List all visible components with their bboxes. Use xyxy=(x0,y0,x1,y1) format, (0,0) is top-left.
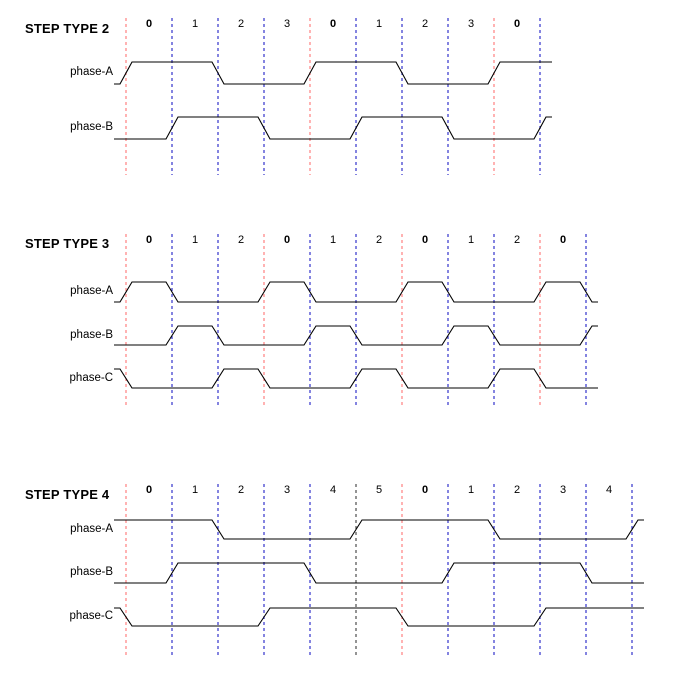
signal-row-label-phase-C: phase-C xyxy=(69,371,113,384)
step-index-label: 2 xyxy=(513,234,521,246)
step-index-label: 3 xyxy=(283,484,291,496)
step-index-label: 3 xyxy=(467,18,475,30)
step-index-label: 4 xyxy=(605,484,613,496)
step-index-label: 0 xyxy=(421,484,429,496)
waveform-phase-C xyxy=(114,607,644,627)
step-index-label: 1 xyxy=(329,234,337,246)
signal-row-label-phase-C: phase-C xyxy=(69,610,113,622)
step-index-label: 5 xyxy=(375,484,383,496)
step-index-label: 1 xyxy=(191,234,199,246)
step-index-label: 2 xyxy=(237,484,245,496)
step-index-label: 2 xyxy=(375,234,383,246)
step-index-label: 0 xyxy=(559,234,567,246)
step-index-label: 1 xyxy=(375,18,383,30)
waveform-phase-B xyxy=(114,325,598,346)
step-index-label: 3 xyxy=(283,18,291,30)
step-index-label: 1 xyxy=(467,234,475,246)
signal-row-label-phase-B: phase-B xyxy=(70,566,113,578)
step-index-label: 2 xyxy=(513,484,521,496)
block-title: STEP TYPE 3 xyxy=(25,236,110,251)
signal-row-label-phase-A: phase-A xyxy=(70,285,113,297)
waveform-phase-A xyxy=(114,61,552,85)
waveform-phase-B xyxy=(114,116,552,140)
block-title: STEP TYPE 2 xyxy=(25,21,110,36)
step-index-label: 2 xyxy=(237,234,245,246)
step-index-label: 1 xyxy=(191,484,199,496)
step-index-label: 4 xyxy=(329,484,337,496)
step-index-label: 1 xyxy=(191,18,199,30)
signal-row-label-phase-A: phase-A xyxy=(70,66,113,78)
waveform-phase-B xyxy=(114,562,644,584)
step-index-label: 0 xyxy=(283,234,291,246)
step-index-label: 0 xyxy=(421,234,429,246)
step-index-label: 0 xyxy=(145,18,153,30)
step-index-label: 2 xyxy=(237,18,245,30)
signal-row-label-phase-B: phase-B xyxy=(70,121,113,133)
step-index-label: 2 xyxy=(421,18,429,30)
waveform-phase-C xyxy=(114,368,598,389)
step-index-label: 1 xyxy=(467,484,475,496)
step-index-label: 3 xyxy=(559,484,567,496)
step-index-label: 0 xyxy=(513,18,521,30)
step-index-label: 0 xyxy=(329,18,337,30)
signal-row-label-phase-B: phase-B xyxy=(70,328,113,341)
step-index-label: 0 xyxy=(145,234,153,246)
waveform-phase-A xyxy=(114,519,644,540)
block-title: STEP TYPE 4 xyxy=(25,487,110,502)
waveform-phase-A xyxy=(114,281,598,303)
step-index-label: 0 xyxy=(145,484,153,496)
signal-row-label-phase-A: phase-A xyxy=(70,522,113,535)
